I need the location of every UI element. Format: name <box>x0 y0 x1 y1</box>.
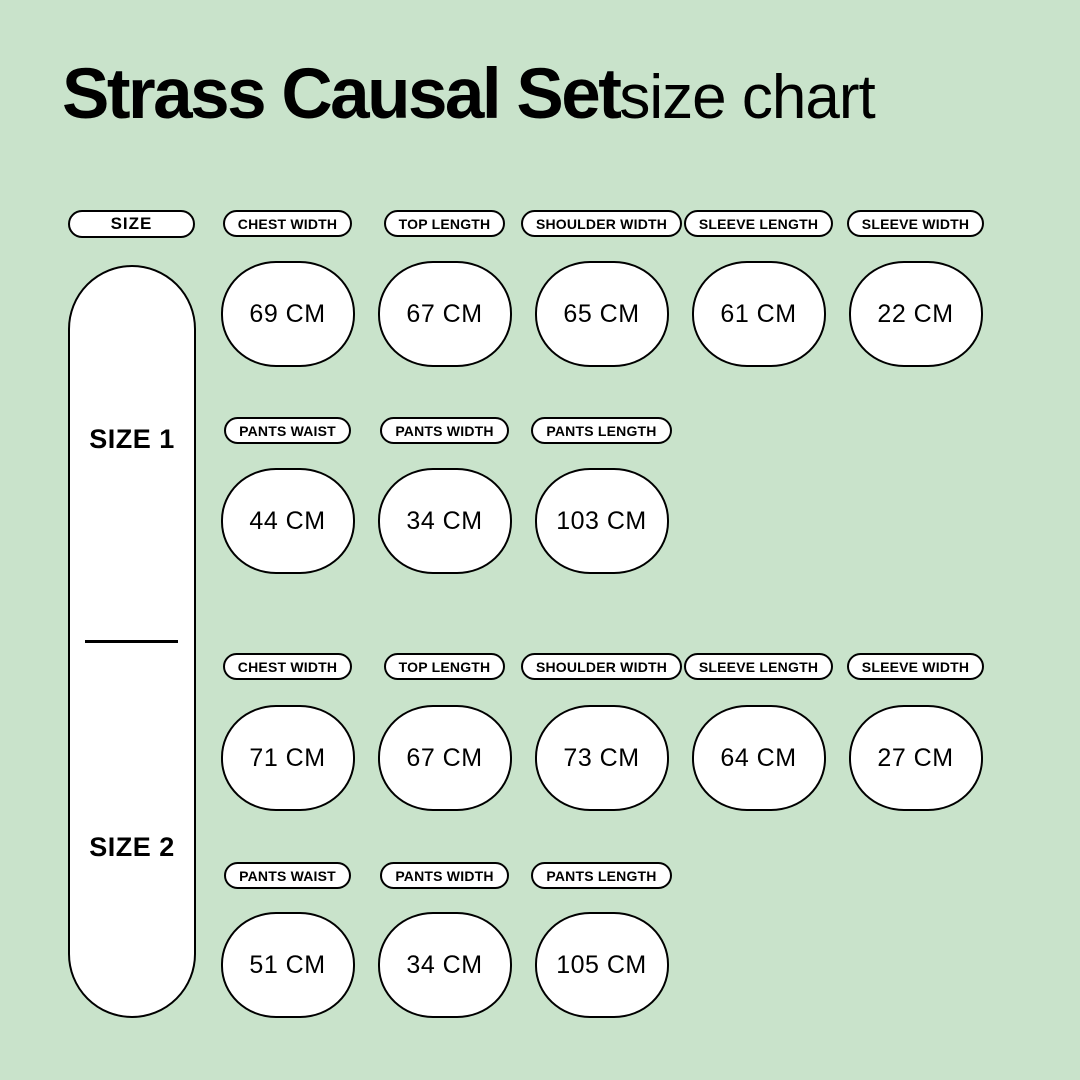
size2-pants-width-label: PANTS WIDTH <box>380 862 509 889</box>
size2-pants-width-value: 34 CM <box>377 912 512 1018</box>
size2-shoulder-width-label: SHOULDER WIDTH <box>520 653 683 680</box>
size2-sleeve-length-label: SLEEVE LENGTH <box>683 653 834 680</box>
size2-top-length-value: 67 CM <box>377 705 512 811</box>
size1-chest-width-value: 69 CM <box>220 261 355 367</box>
size2-chest-width-value: 71 CM <box>220 705 355 811</box>
size1-shoulder-width-label: SHOULDER WIDTH <box>520 210 683 237</box>
size1-chest-width-label: CHEST WIDTH <box>222 210 353 237</box>
size2-sleeve-length-value: 64 CM <box>691 705 826 811</box>
size2-pants-header-row: PANTS WAIST PANTS WIDTH PANTS LENGTH <box>209 862 680 889</box>
size1-pants-header-row: PANTS WAIST PANTS WIDTH PANTS LENGTH <box>209 417 680 444</box>
size1-sleeve-length-value: 61 CM <box>691 261 826 367</box>
page-title: Strass Causal Setsize chart <box>62 55 876 134</box>
size2-top-header-row: CHEST WIDTH TOP LENGTH SHOULDER WIDTH SL… <box>209 653 994 680</box>
size2-pants-value-row: 51 CM 34 CM 105 CM <box>209 912 680 1018</box>
size2-sleeve-width-value: 27 CM <box>848 705 983 811</box>
size1-top-header-row: CHEST WIDTH TOP LENGTH SHOULDER WIDTH SL… <box>209 210 994 237</box>
size1-top-length-value: 67 CM <box>377 261 512 367</box>
size-row-divider <box>85 640 178 643</box>
size-column: SIZE 1 SIZE 2 <box>68 265 196 1018</box>
size1-pants-width-value: 34 CM <box>377 468 512 574</box>
size2-sleeve-width-label: SLEEVE WIDTH <box>846 653 985 680</box>
size2-pants-waist-label: PANTS WAIST <box>224 862 351 889</box>
size1-shoulder-width-value: 65 CM <box>534 261 669 367</box>
product-name: Strass Causal Set <box>62 55 622 134</box>
size1-row-label: SIZE 1 <box>89 424 175 454</box>
size1-pants-length-label: PANTS LENGTH <box>531 417 672 444</box>
size2-pants-length-value: 105 CM <box>534 912 669 1018</box>
size2-shoulder-width-value: 73 CM <box>534 705 669 811</box>
size1-pants-width-label: PANTS WIDTH <box>380 417 509 444</box>
size1-sleeve-width-value: 22 CM <box>848 261 983 367</box>
size1-pants-value-row: 44 CM 34 CM 103 CM <box>209 468 680 574</box>
size1-top-value-row: 69 CM 67 CM 65 CM 61 CM 22 CM <box>209 261 994 367</box>
size2-top-length-label: TOP LENGTH <box>383 653 506 680</box>
size1-pants-length-value: 103 CM <box>534 468 669 574</box>
size1-pants-waist-label: PANTS WAIST <box>224 417 351 444</box>
size1-sleeve-width-label: SLEEVE WIDTH <box>846 210 985 237</box>
size2-pants-length-label: PANTS LENGTH <box>531 862 672 889</box>
size1-sleeve-length-label: SLEEVE LENGTH <box>683 210 834 237</box>
title-suffix: size chart <box>619 63 875 132</box>
size2-row-label: SIZE 2 <box>89 832 175 862</box>
size2-pants-waist-value: 51 CM <box>220 912 355 1018</box>
size-column-header-pill: SIZE <box>68 210 195 238</box>
size1-top-length-label: TOP LENGTH <box>383 210 506 237</box>
size2-chest-width-label: CHEST WIDTH <box>222 653 353 680</box>
size2-top-value-row: 71 CM 67 CM 73 CM 64 CM 27 CM <box>209 705 994 811</box>
size1-pants-waist-value: 44 CM <box>220 468 355 574</box>
